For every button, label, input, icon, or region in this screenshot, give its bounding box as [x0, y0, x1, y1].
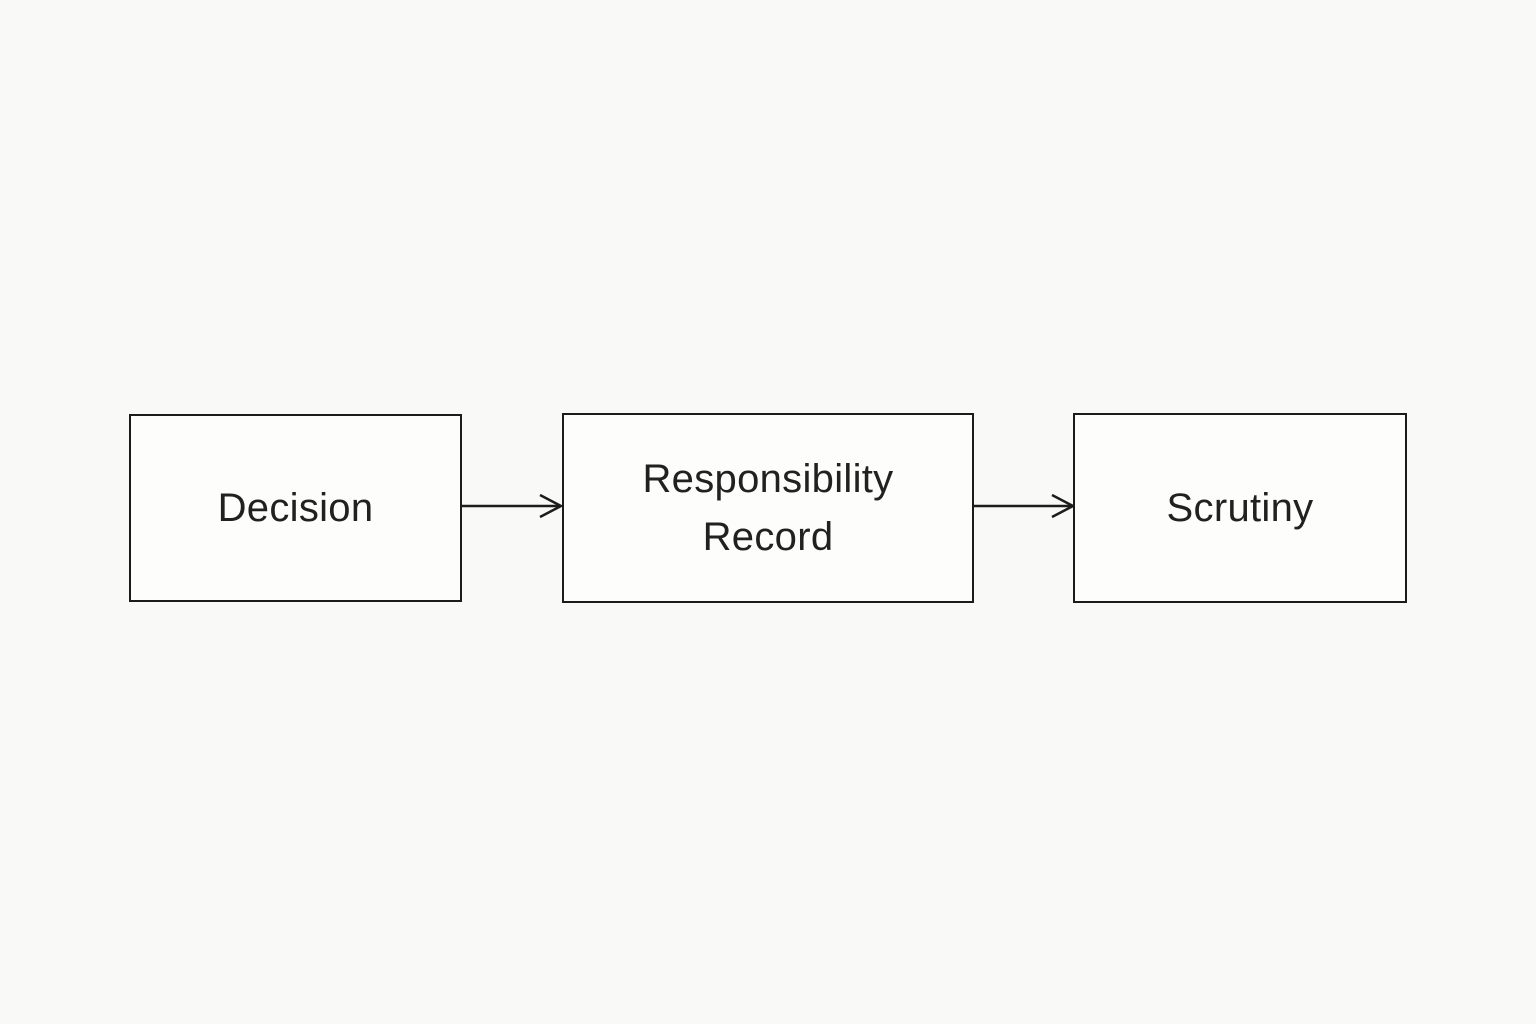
node-responsibility-record-label: Responsibility Record	[642, 457, 894, 559]
right-arrow-icon	[974, 493, 1075, 519]
node-decision: Decision	[129, 414, 462, 602]
right-arrow-icon	[462, 493, 563, 519]
node-responsibility-record: Responsibility Record	[562, 413, 974, 603]
arrow-decision-to-record	[461, 492, 563, 520]
node-scrutiny: Scrutiny	[1073, 413, 1407, 603]
node-scrutiny-label: Scrutiny	[1166, 486, 1314, 530]
arrow-record-to-scrutiny	[973, 492, 1075, 520]
node-decision-label: Decision	[217, 486, 374, 530]
